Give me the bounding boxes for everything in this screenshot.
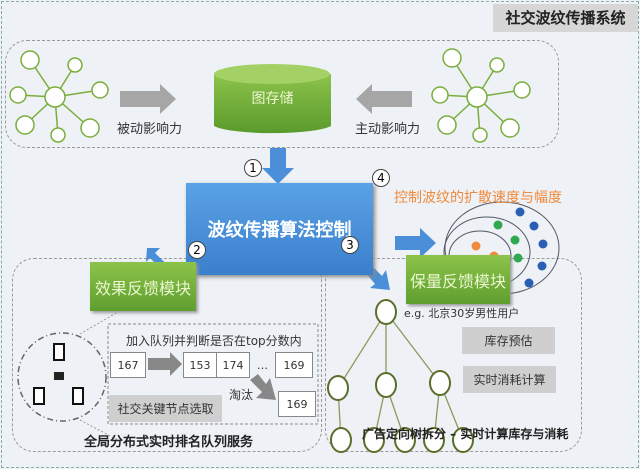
social-graph-right-icon bbox=[431, 48, 531, 143]
targeting-tree bbox=[327, 299, 474, 453]
key-node-selection: 社交关键节点选取 bbox=[109, 395, 222, 422]
queue-ellipsis: … bbox=[257, 358, 268, 372]
effect-feedback-module: 效果反馈模块 bbox=[90, 262, 196, 311]
targeting-tree-caption: 广告定向树拆分 – 实时计算库存与消耗 bbox=[362, 427, 569, 441]
passive-arrow bbox=[120, 84, 176, 114]
step-1-badge: 1 bbox=[244, 159, 262, 177]
guarantee-feedback-module: 保量反馈模块 bbox=[406, 255, 510, 304]
queue-item: 174 bbox=[216, 352, 250, 378]
queue-region bbox=[107, 323, 319, 425]
output-arrow bbox=[395, 228, 436, 258]
eliminate-arrow bbox=[250, 374, 276, 400]
queue-item: 169 bbox=[275, 352, 313, 378]
ripple-algorithm-control: 波纹传播算法控制 bbox=[186, 183, 373, 275]
step1-arrow bbox=[262, 148, 294, 184]
passive-influence-label: 被动影响力 bbox=[117, 122, 183, 137]
step-4-badge: 4 bbox=[372, 169, 390, 187]
active-influence-label: 主动影响力 bbox=[355, 122, 421, 137]
input-group bbox=[5, 40, 559, 148]
queue-caption: 加入队列并判断是否在top分数内 bbox=[126, 334, 302, 348]
targeting-example: e.g. 北京30岁男性用户 bbox=[404, 307, 520, 320]
step-3-badge: 3 bbox=[341, 236, 359, 254]
social-graph-left-icon bbox=[9, 50, 109, 143]
eliminated-score: 169 bbox=[278, 391, 316, 417]
step-2-badge: 2 bbox=[188, 241, 206, 259]
effect-feedback-group bbox=[12, 258, 322, 452]
queue-item: 153 bbox=[183, 352, 217, 378]
graph-storage-label: 图存储 bbox=[251, 91, 294, 107]
ranking-queue-service-caption: 全局分布式实时排名队列服务 bbox=[84, 435, 254, 450]
eliminate-label: 淘汰 bbox=[229, 388, 254, 402]
incoming-score: 167 bbox=[110, 352, 146, 378]
server-cluster-icon bbox=[17, 311, 119, 441]
active-arrow bbox=[356, 84, 412, 114]
ripple-control-caption: 控制波纹的扩散速度与幅度 bbox=[394, 190, 562, 206]
graph-storage-cylinder bbox=[214, 64, 331, 134]
diagram-title: 社交波纹传播系统 bbox=[493, 4, 638, 32]
enqueue-arrow bbox=[148, 352, 182, 376]
realtime-consumption: 实时消耗计算 bbox=[463, 366, 556, 393]
inventory-estimate: 库存预估 bbox=[462, 327, 555, 354]
